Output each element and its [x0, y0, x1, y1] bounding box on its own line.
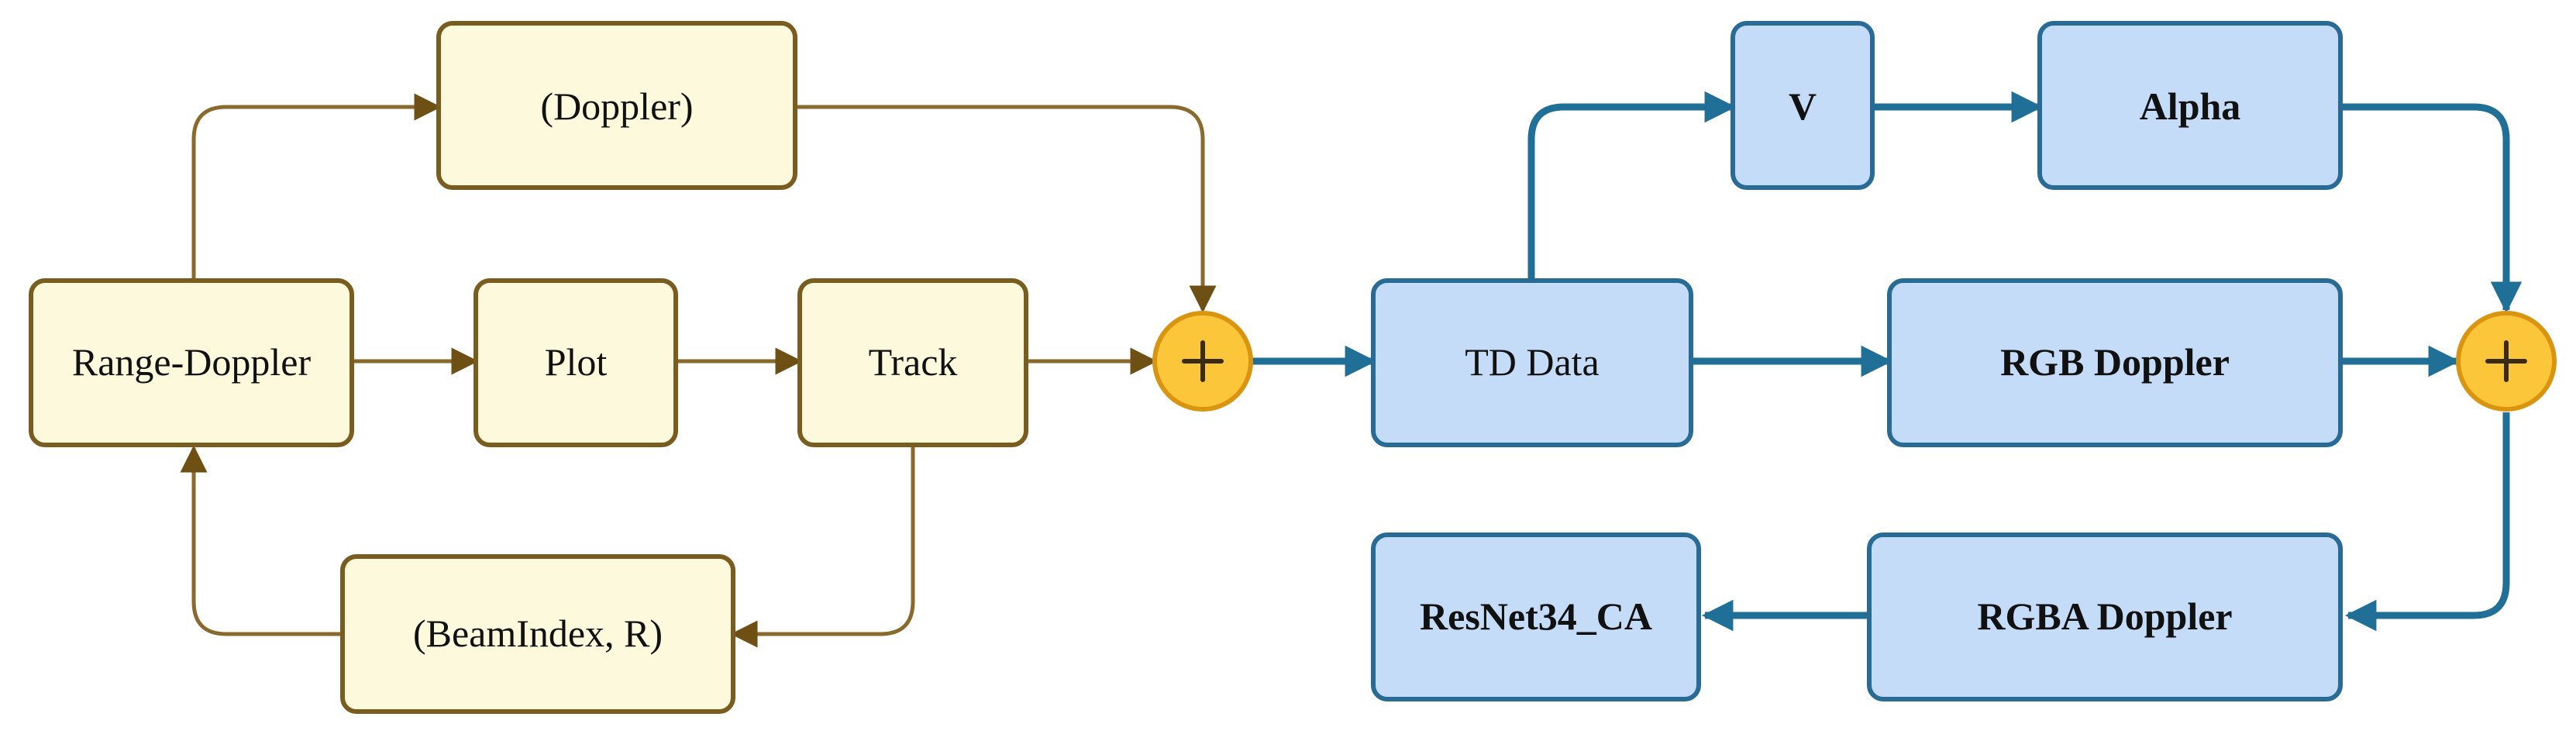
node-plot: Plot [474, 278, 678, 447]
node-alpha-label: Alpha [2140, 84, 2241, 128]
node-td-data: TD Data [1371, 278, 1693, 447]
sum-node-right [2456, 311, 2557, 412]
edge-beamindex-to-rangedoppler [180, 445, 343, 636]
edge-tddata-to-v [1527, 91, 1737, 281]
node-rgba-doppler: RGBA Doppler [1867, 532, 2343, 701]
node-doppler: (Doppler) [436, 21, 797, 190]
node-beam-index: (BeamIndex, R) [340, 554, 735, 714]
node-track: Track [797, 278, 1028, 447]
sum-node-left [1152, 311, 1253, 412]
node-beam-index-label: (BeamIndex, R) [413, 612, 663, 655]
node-doppler-label: (Doppler) [540, 84, 693, 128]
node-track-label: Track [869, 340, 958, 384]
node-td-data-label: TD Data [1465, 340, 1600, 384]
node-resnet-label: ResNet34_CA [1420, 595, 1652, 638]
edge-alpha-to-sum [2340, 103, 2523, 314]
node-rgb-doppler: RGB Doppler [1887, 278, 2343, 447]
node-alpha: Alpha [2037, 21, 2343, 190]
node-rgba-doppler-label: RGBA Doppler [1977, 595, 2232, 638]
node-resnet: ResNet34_CA [1371, 532, 1701, 701]
node-v: V [1731, 21, 1875, 190]
node-range-doppler: Range-Doppler [29, 278, 354, 447]
node-v-label: V [1789, 84, 1817, 128]
node-plot-label: Plot [545, 340, 608, 384]
node-rgb-doppler-label: RGB Doppler [2000, 340, 2230, 384]
edge-doppler-to-sum [795, 105, 1217, 313]
edge-track-to-beamindex [730, 443, 915, 648]
edge-rangedoppler-to-doppler [191, 93, 442, 281]
edge-sum-to-rgbadoppler [2344, 412, 2510, 632]
node-range-doppler-label: Range-Doppler [72, 340, 312, 384]
